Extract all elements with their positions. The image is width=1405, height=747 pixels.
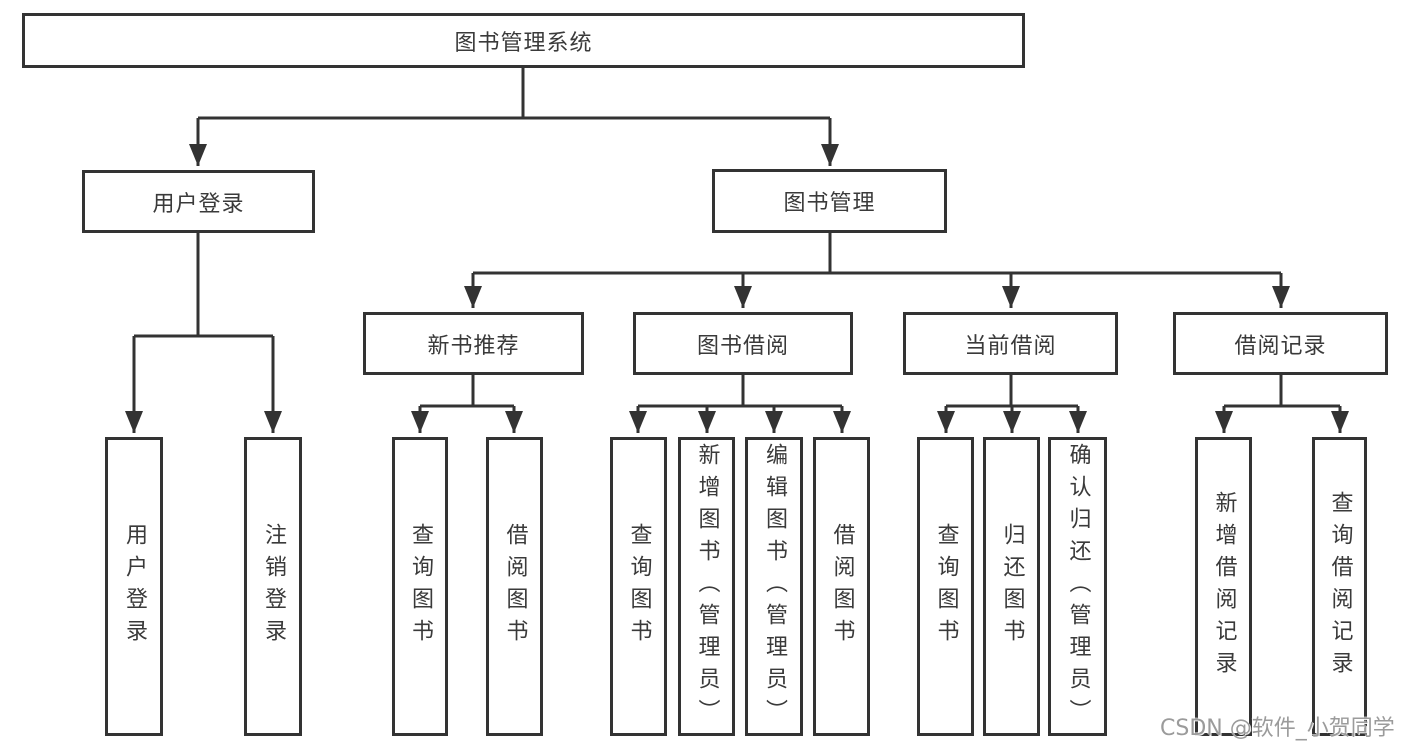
leaf-logout-label: 注销登录 (261, 522, 286, 651)
node-new-book-recommend: 新书推荐 (363, 312, 584, 375)
leaf-current-return-label: 归还图书 (999, 522, 1025, 651)
node-user-login-label: 用户登录 (152, 191, 245, 217)
leaf-borrow-add-admin-label: 新增图书（管理员） (694, 442, 720, 731)
leaf-record-query: 查询借阅记录 (1312, 437, 1367, 736)
node-book-management-label: 图书管理 (783, 191, 876, 216)
node-book-borrow: 图书借阅 (633, 312, 853, 375)
node-book-management: 图书管理 (712, 169, 947, 233)
leaf-user-login: 用户登录 (105, 437, 163, 736)
leaf-current-return: 归还图书 (983, 437, 1040, 736)
leaf-borrow-borrow: 借阅图书 (813, 437, 870, 736)
node-root-label: 图书管理系统 (454, 30, 593, 56)
node-current-borrow: 当前借阅 (903, 312, 1118, 375)
leaf-current-confirm-admin-label: 确认归还（管理员） (1065, 442, 1091, 731)
leaf-logout: 注销登录 (244, 437, 302, 736)
leaf-user-login-label: 用户登录 (122, 522, 147, 651)
leaf-borrow-edit-admin-label: 编辑图书（管理员） (762, 442, 787, 731)
node-root: 图书管理系统 (22, 13, 1025, 68)
leaf-borrow-query: 查询图书 (610, 437, 667, 736)
leaf-borrow-edit-admin: 编辑图书（管理员） (745, 437, 803, 736)
leaf-newbook-query: 查询图书 (392, 437, 448, 736)
leaf-borrow-add-admin: 新增图书（管理员） (678, 437, 735, 736)
leaf-current-query-label: 查询图书 (933, 522, 959, 651)
leaf-record-add: 新增借阅记录 (1195, 437, 1252, 736)
leaf-record-query-label: 查询借阅记录 (1327, 490, 1353, 683)
leaf-current-confirm-admin: 确认归还（管理员） (1048, 437, 1107, 736)
leaf-newbook-query-label: 查询图书 (408, 522, 433, 651)
node-borrow-record: 借阅记录 (1173, 312, 1388, 375)
leaf-record-add-label: 新增借阅记录 (1211, 490, 1237, 683)
leaf-borrow-borrow-label: 借阅图书 (829, 522, 855, 651)
leaf-newbook-borrow-label: 借阅图书 (502, 522, 528, 651)
node-current-borrow-label: 当前借阅 (964, 333, 1057, 359)
leaf-borrow-query-label: 查询图书 (626, 522, 652, 651)
leaf-current-query: 查询图书 (917, 437, 974, 736)
csdn-watermark: CSDN @软件_小贺同学 (1160, 716, 1395, 741)
node-borrow-record-label: 借阅记录 (1234, 333, 1327, 359)
node-new-book-recommend-label: 新书推荐 (427, 333, 520, 359)
leaf-newbook-borrow: 借阅图书 (486, 437, 543, 736)
node-user-login: 用户登录 (82, 170, 315, 233)
node-book-borrow-label: 图书借阅 (696, 333, 789, 359)
